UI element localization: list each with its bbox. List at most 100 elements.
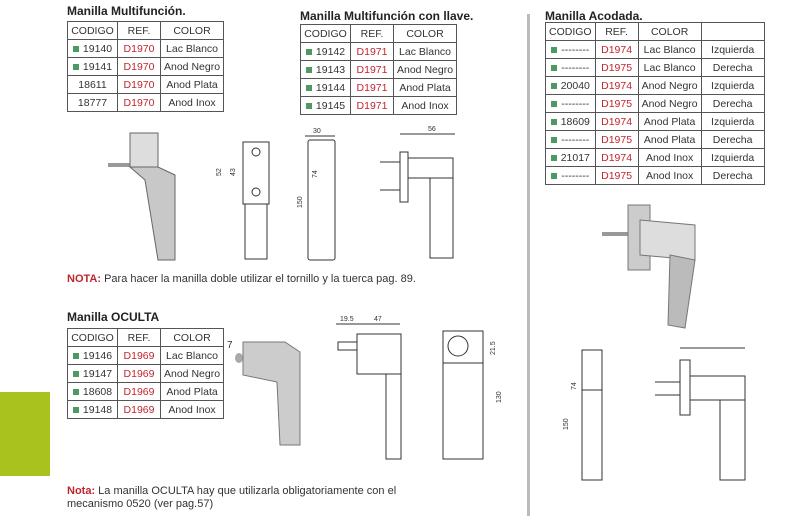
codigo-value: --------: [561, 97, 590, 110]
ref-cell: D1975: [594, 130, 639, 149]
codigo-value: 21017: [560, 151, 590, 164]
stock-marker-icon: [550, 118, 557, 125]
color-cell: Anod Plata: [159, 382, 225, 401]
codigo-value: 19144: [315, 81, 346, 94]
codigo-cell: 19140: [67, 39, 118, 58]
color-cell: Lac Blanco: [159, 346, 225, 365]
column-header: REF.: [117, 328, 161, 347]
color-cell: Anod Plata: [159, 75, 225, 94]
ref-cell: D1971: [350, 78, 394, 97]
stock-marker-icon: [551, 100, 558, 107]
codigo-value: --------: [561, 133, 590, 146]
title-multifuncion-llave: Manilla Multifunción con llave.: [300, 9, 474, 23]
codigo-value: --------: [561, 43, 590, 56]
codigo-cell: 19145: [300, 96, 351, 115]
column-header: CODIGO: [67, 328, 118, 347]
note-oculta: Nota: La manilla OCULTA hay que utilizar…: [67, 485, 447, 511]
column-header: COLOR: [159, 21, 225, 40]
column-header: REF.: [350, 24, 394, 43]
column-header: CODIGO: [545, 22, 596, 41]
codigo-cell: 19148: [67, 400, 118, 419]
codigo-cell: --------: [545, 130, 596, 149]
callout-label: 7: [227, 340, 233, 351]
codigo-value: 18777: [77, 96, 108, 109]
column-header: COLOR: [159, 328, 225, 347]
stock-marker-icon: [72, 406, 79, 413]
column-header: COLOR: [637, 22, 702, 41]
ref-cell: D1974: [594, 112, 639, 131]
column-header: REF.: [594, 22, 639, 41]
color-cell: Anod Inox: [159, 93, 225, 112]
codigo-cell: 18611: [67, 75, 118, 94]
color-cell: Lac Blanco: [392, 42, 458, 61]
drawing-multifuncion-front: 52 43: [216, 141, 270, 260]
dimension-label: 74: [312, 170, 319, 178]
note-label: NOTA:: [67, 273, 102, 285]
lado-cell: Izquierda: [700, 76, 765, 95]
ref-cell: D1974: [594, 148, 639, 167]
drawing-oculta-side: 19.5 47: [336, 316, 402, 460]
codigo-cell: 21017: [545, 148, 596, 167]
codigo-value: 19143: [315, 63, 346, 76]
color-cell: Anod Negro: [637, 94, 702, 113]
codigo-value: 19148: [82, 403, 113, 416]
codigo-value: --------: [561, 61, 590, 74]
ref-cell: D1969: [117, 364, 161, 383]
color-cell: Anod Negro: [159, 364, 225, 383]
color-cell: Anod Inox: [637, 166, 702, 185]
note-text: Para hacer la manilla doble utilizar el …: [101, 273, 416, 285]
stock-marker-icon: [550, 82, 557, 89]
codigo-cell: 18608: [67, 382, 118, 401]
codigo-cell: 19141: [67, 57, 118, 76]
ref-cell: D1970: [117, 93, 161, 112]
stock-marker-icon: [551, 172, 558, 179]
ref-cell: D1970: [117, 57, 161, 76]
note-label: Nota:: [67, 485, 96, 497]
codigo-value: 18609: [560, 115, 590, 128]
color-cell: Anod Plata: [637, 112, 702, 131]
color-cell: Anod Negro: [637, 76, 702, 95]
codigo-value: 18608: [82, 385, 113, 398]
lime-accent-block: [0, 392, 50, 476]
ref-cell: D1970: [117, 75, 161, 94]
codigo-cell: 20040: [545, 76, 596, 95]
drawing-multifuncion-side: 30 74 150: [297, 128, 336, 261]
stock-marker-icon: [305, 66, 312, 73]
ref-cell: D1974: [594, 76, 639, 95]
ref-cell: D1975: [594, 58, 639, 77]
ref-cell: D1971: [350, 42, 394, 61]
color-cell: Anod Negro: [392, 60, 458, 79]
stock-marker-icon: [72, 370, 79, 377]
title-oculta: Manilla OCULTA: [67, 310, 160, 324]
column-header: CODIGO: [67, 21, 118, 40]
stock-marker-icon: [305, 48, 312, 55]
ref-cell: D1970: [117, 39, 161, 58]
ref-cell: D1969: [117, 382, 161, 401]
dimension-label: 150: [297, 196, 304, 208]
codigo-cell: 18609: [545, 112, 596, 131]
drawing-acodada-front: 74 150: [563, 349, 603, 481]
product-image-oculta: 7: [227, 340, 301, 446]
ref-cell: D1971: [350, 96, 394, 115]
codigo-cell: --------: [545, 40, 596, 59]
dimension-label: 74: [571, 382, 578, 390]
ref-cell: D1974: [594, 40, 639, 59]
dimension-label: 43: [230, 168, 237, 176]
column-divider: [527, 14, 530, 516]
stock-marker-icon: [551, 136, 558, 143]
